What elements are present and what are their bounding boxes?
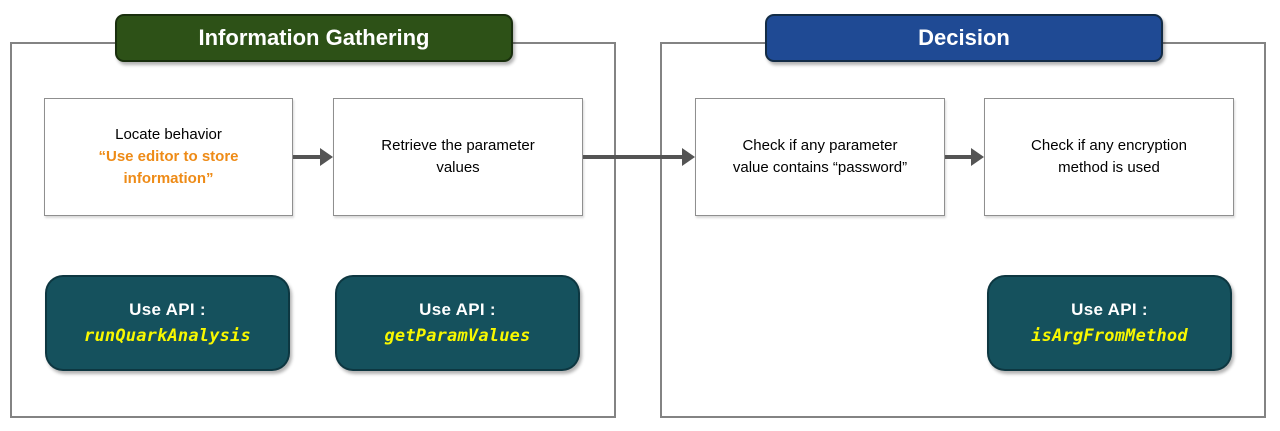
step-locate-behavior-content: Locate behavior “Use editor to store inf…: [76, 124, 262, 189]
api-box-isargfrommethod: Use API : isArgFromMethod: [987, 275, 1232, 371]
arrow-head-icon: [320, 148, 333, 166]
step-text: Check if any encryption method is used: [1031, 137, 1187, 176]
arrow-check-password-to-encryption: [945, 155, 971, 159]
arrow-locate-to-retrieve: [293, 155, 320, 159]
arrow-head-icon: [682, 148, 695, 166]
step-check-password: Check if any parameter value contains “p…: [695, 98, 945, 216]
step-highlight-text: “Use editor to store information”: [98, 148, 239, 187]
step-text: Check if any parameter value contains “p…: [732, 137, 908, 176]
step-text: Locate behavior: [115, 126, 222, 144]
api-label: Use API :: [419, 300, 496, 319]
step-text: Retrieve the parameter values: [381, 137, 535, 176]
api-box-getparamvalues: Use API : getParamValues: [335, 275, 580, 371]
arrow-head-icon: [971, 148, 984, 166]
step-check-encryption-content: Check if any encryption method is used: [1016, 135, 1202, 179]
api-box-runquarkanalysis: Use API : runQuarkAnalysis: [45, 275, 290, 371]
step-check-password-content: Check if any parameter value contains “p…: [727, 135, 913, 179]
api-label: Use API :: [1071, 300, 1148, 319]
section-header-information-gathering: Information Gathering: [115, 14, 513, 62]
section-header-decision: Decision: [765, 14, 1163, 62]
api-name-getparamvalues: getParamValues: [384, 326, 531, 346]
arrow-retrieve-to-check-password: [583, 155, 682, 159]
api-name-isargfrommethod: isArgFromMethod: [1031, 326, 1188, 346]
api-name-runquarkanalysis: runQuarkAnalysis: [84, 326, 251, 346]
step-check-encryption: Check if any encryption method is used: [984, 98, 1234, 216]
api-label: Use API :: [129, 300, 206, 319]
step-retrieve-content: Retrieve the parameter values: [365, 135, 551, 179]
step-locate-behavior: Locate behavior “Use editor to store inf…: [44, 98, 293, 216]
step-retrieve-parameter-values: Retrieve the parameter values: [333, 98, 583, 216]
